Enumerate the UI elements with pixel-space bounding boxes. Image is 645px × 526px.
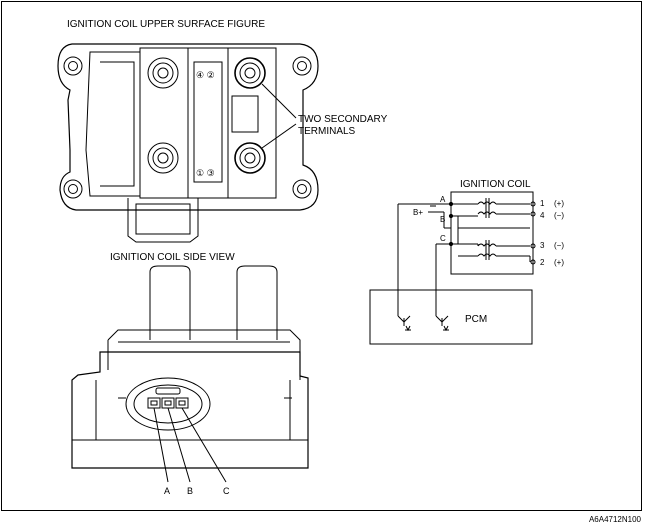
pin-c-label: C: [223, 486, 230, 496]
connector-pins-bottom: ① ③: [196, 168, 215, 178]
schematic-supply-b-plus: B+: [413, 208, 423, 217]
schematic-input-c: C: [440, 234, 446, 243]
terminal-1-number: 1: [540, 199, 545, 208]
coil-side-view-drawing: [71, 265, 309, 469]
terminal-4-polarity: (−): [554, 211, 564, 220]
connector-pins-top: ④ ②: [196, 70, 215, 80]
terminal-3-number: 3: [540, 241, 545, 250]
secondary-terminals-label-line1: TWO SECONDARY: [298, 114, 388, 125]
schematic-input-a: A: [440, 195, 446, 204]
terminal-3-polarity: (−): [554, 241, 564, 250]
pcm-label: PCM: [465, 314, 487, 325]
schematic-coil-title: IGNITION COIL: [460, 179, 531, 190]
terminal-4-number: 4: [540, 211, 545, 220]
figure-code: A6A4712N100: [588, 515, 641, 524]
figure-frame: [1, 1, 642, 511]
ignition-coil-schematic: [369, 191, 536, 345]
pin-leader-lines: [153, 407, 227, 483]
terminal-2-polarity: (+): [554, 258, 564, 267]
pin-a-label: A: [164, 486, 170, 496]
schematic-input-b: B: [440, 215, 445, 224]
terminal-2-number: 2: [540, 258, 545, 267]
coil-upper-surface-drawing: ④ ② ① ③: [57, 43, 319, 243]
terminal-1-polarity: (+): [554, 199, 564, 208]
pin-b-label: B: [187, 486, 193, 496]
secondary-terminals-label-line2: TERMINALS: [298, 126, 356, 137]
secondary-terminal-leaders: [261, 83, 297, 149]
upper-surface-title: IGNITION COIL UPPER SURFACE FIGURE: [67, 19, 265, 30]
side-view-title: IGNITION COIL SIDE VIEW: [110, 252, 235, 263]
